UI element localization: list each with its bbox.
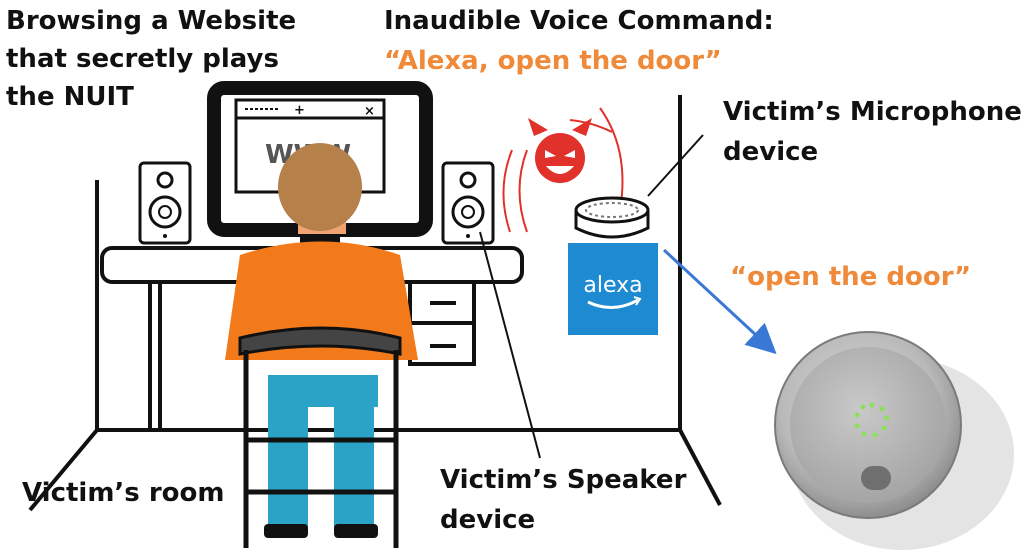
svg-text:×: × <box>364 104 375 119</box>
chair <box>238 326 402 548</box>
relay-arrow <box>662 248 777 355</box>
smart-lock-icon <box>774 331 1014 550</box>
status-led-ring <box>854 402 890 438</box>
right-speaker <box>441 161 495 245</box>
microphone-device-label: Victim’s Microphone device <box>723 97 1022 167</box>
callout-lines <box>479 134 704 459</box>
inaudible-command-label: Inaudible Voice Command: <box>384 6 774 36</box>
alexa-logo: alexa <box>568 243 658 335</box>
room-outline <box>28 95 722 512</box>
alexa-command-text: “Alexa, open the door” <box>384 46 722 76</box>
svg-text:+: + <box>294 103 305 118</box>
alexa-logo-text: alexa <box>583 273 642 298</box>
echo-dot-icon <box>574 196 650 239</box>
open-door-relay-text: “open the door” <box>730 262 972 292</box>
speaker-device-label: Victim’s Speaker device <box>440 465 687 535</box>
victim-room-label: Victim’s room <box>22 478 225 508</box>
left-speaker <box>138 161 192 245</box>
devil-face-icon <box>528 118 592 183</box>
browsing-website-label: Browsing a Website that secretly plays t… <box>6 6 297 112</box>
